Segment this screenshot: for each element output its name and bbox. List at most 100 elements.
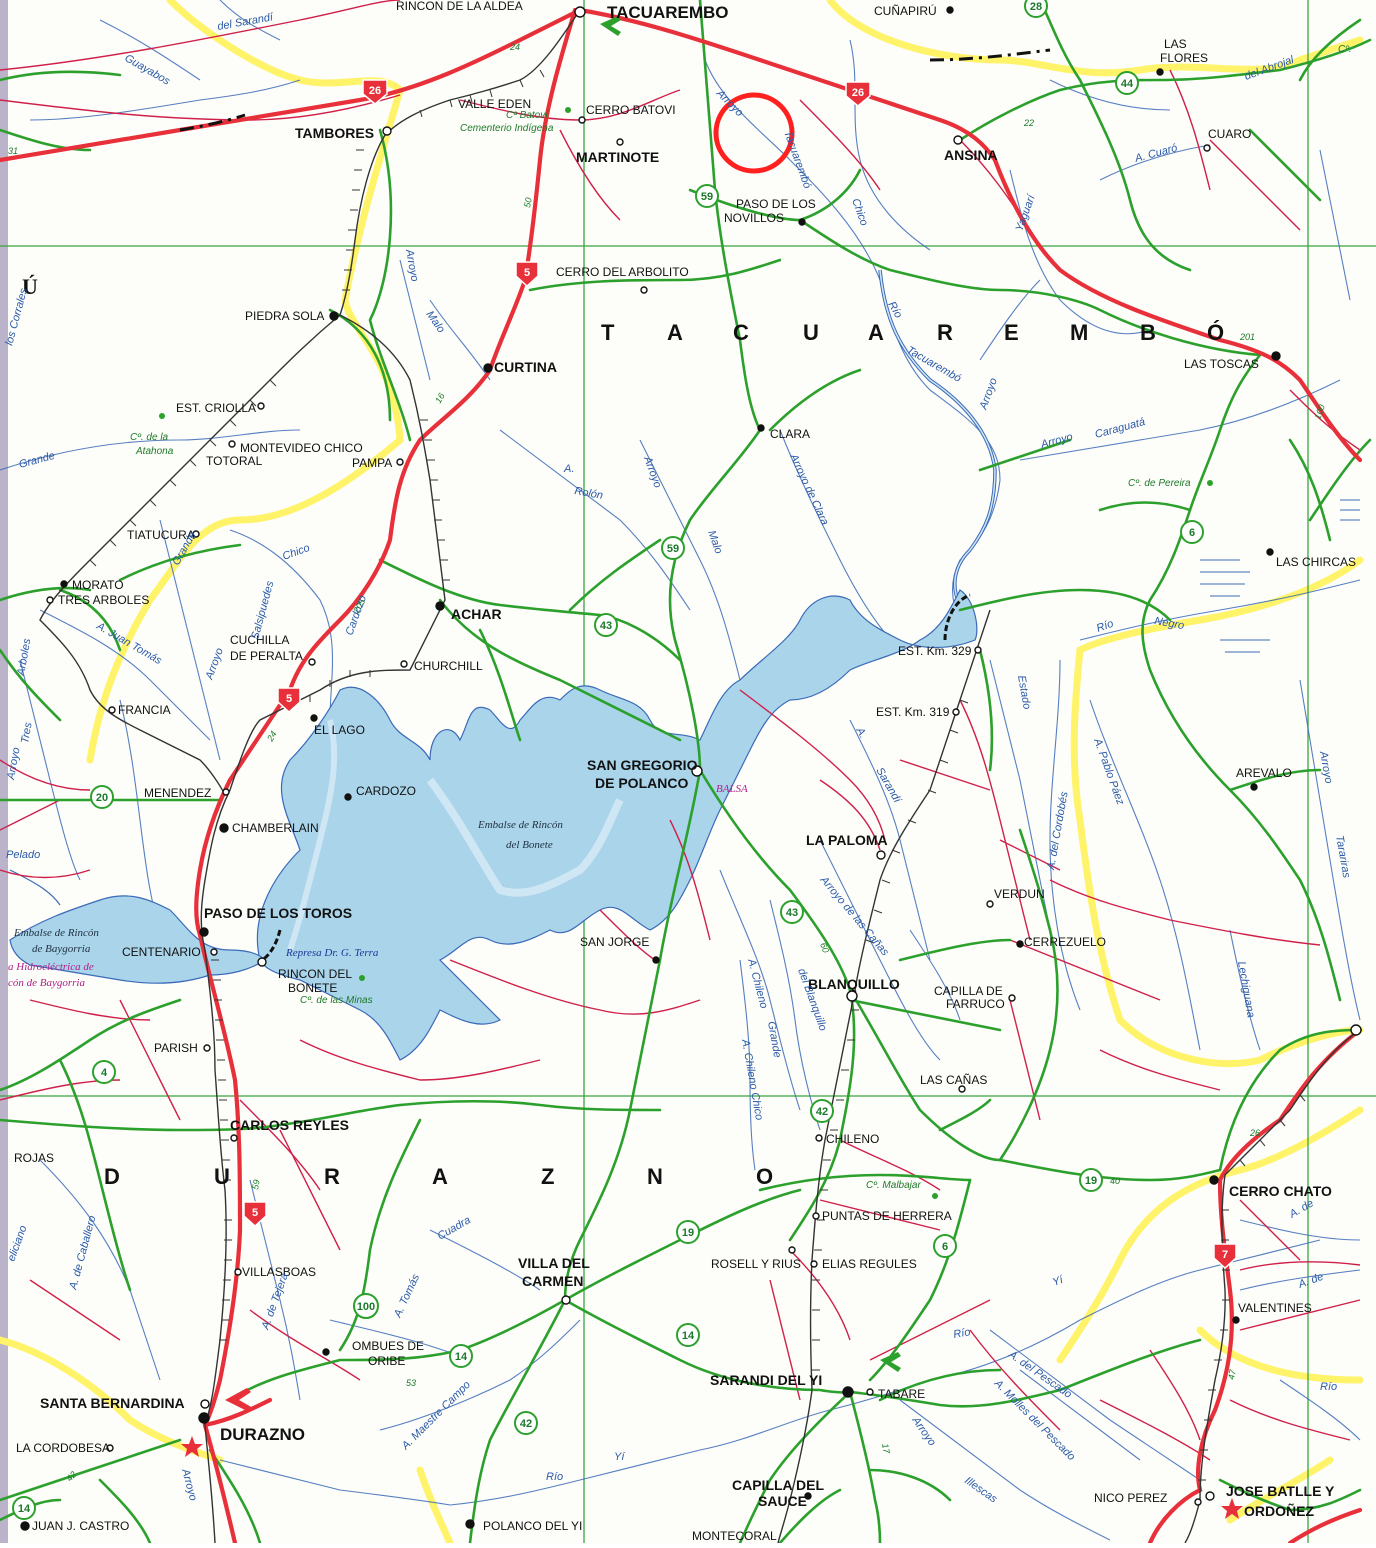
- label-place: CUARO: [1208, 127, 1251, 141]
- shield-5-north-label: 5: [524, 267, 530, 279]
- place-labels: RINCON DE LA ALDEA CUÑAPIRÚ LAS FLORES V…: [14, 0, 1356, 1543]
- dept-letter: R: [324, 1164, 340, 1189]
- dept-letter: N: [647, 1164, 663, 1189]
- label-place: ACHAR: [451, 606, 502, 622]
- label-place: MARTINOTE: [576, 149, 659, 165]
- department-durazno: D U R A Z N O: [104, 1164, 773, 1189]
- label-hydro: cón de Baygorria: [8, 977, 85, 989]
- label-place: CARMEN: [522, 1273, 583, 1289]
- shield-5-mid: 5: [277, 687, 301, 714]
- km-mark: 53: [406, 1378, 416, 1388]
- label-place: MONTECORAL: [692, 1529, 777, 1543]
- label-place: VILLASBOAS: [242, 1265, 316, 1279]
- shield-7: 7: [1213, 1243, 1237, 1270]
- shield-20-label: 20: [96, 792, 108, 804]
- label-place: DE PERALTA: [230, 649, 303, 663]
- label-place: CAPILLA DEL: [732, 1477, 824, 1493]
- label-represa: Represa Dr. G. Terra: [285, 947, 379, 959]
- label-place: CUCHILLA: [230, 633, 289, 647]
- label-place: CARDOZO: [356, 784, 416, 798]
- label-water: Tres: [19, 721, 35, 744]
- label-place: SANTA BERNARDINA: [40, 1395, 185, 1411]
- shield-59-mid: 59: [661, 536, 685, 560]
- shield-44: 44: [1115, 71, 1139, 95]
- hill-markers: [159, 107, 1213, 1199]
- km-mark: 50: [522, 197, 534, 209]
- km-mark: 16: [433, 391, 447, 405]
- town-markers: [20, 6, 1362, 1531]
- label-place: LAS: [1164, 37, 1187, 51]
- label-hill: Atahona: [135, 446, 174, 457]
- label-place: VALENTINES: [1238, 1301, 1312, 1315]
- shield-4: 4: [92, 1060, 116, 1084]
- label-place: EST. CRIOLLA: [176, 401, 256, 415]
- label-lake: Embalse de Rincón: [477, 819, 563, 831]
- shield-6-south-label: 6: [942, 1241, 948, 1253]
- label-place: AREVALO: [1236, 766, 1292, 780]
- shield-19-west-label: 19: [682, 1227, 694, 1239]
- label-place: CUÑAPIRÚ: [874, 3, 937, 18]
- minor-roads: [0, 0, 1361, 1461]
- label-place: JUAN J. CASTRO: [32, 1519, 129, 1533]
- label-jose-batlle-1: JOSE BATLLE Y: [1226, 1483, 1335, 1499]
- label-place: CERRO BATOVI: [586, 103, 676, 117]
- label-place: OMBUES DE: [352, 1339, 424, 1353]
- km-mark: 31: [8, 146, 18, 156]
- label-place: PIEDRA SOLA: [245, 309, 324, 323]
- label-place: ROSELL Y RIUS: [711, 1257, 801, 1271]
- label-place: CERRO DEL ARBOLITO: [556, 265, 689, 279]
- km-mark: 201: [1239, 332, 1255, 342]
- label-place: CHURCHILL: [414, 659, 483, 673]
- label-lake: Embalse de Rincón: [13, 927, 99, 939]
- airport-sarandi-icon: [880, 1352, 901, 1372]
- dept-letter: A: [667, 320, 683, 345]
- label-place: MENENDEZ: [144, 786, 211, 800]
- shield-100-label: 100: [357, 1301, 375, 1313]
- label-place: EST. Km. 329: [898, 644, 972, 658]
- label-place: LAS CAÑAS: [920, 1073, 987, 1087]
- km-mark: 60: [818, 941, 831, 954]
- label-hydro: a Hidroeléctrica de: [8, 961, 94, 973]
- label-hill: Cº. Malbajar: [866, 1180, 921, 1191]
- label-place: CAPILLA DE: [934, 984, 1003, 998]
- dept-letter: D: [104, 1164, 120, 1189]
- label-place: CARLOS REYLES: [230, 1117, 349, 1133]
- label-place: VILLA DEL: [518, 1255, 590, 1271]
- km-mark: 40: [1110, 1176, 1120, 1186]
- label-place: RINCON DEL: [278, 967, 352, 981]
- shield-42-south: 42: [514, 1411, 538, 1435]
- shield-14-mid-label: 14: [455, 1351, 468, 1363]
- wetland-hatch: [1200, 499, 1360, 653]
- shield-59-north: 59: [695, 184, 719, 208]
- label-balsa: BALSA: [716, 783, 748, 795]
- label-water: A.: [563, 463, 574, 475]
- batlle-star-icon: [1221, 1498, 1243, 1519]
- shield-28-label: 28: [1030, 1, 1042, 13]
- label-water: Arroyo: [5, 747, 23, 782]
- label-san-gregorio-1: SAN GREGORIO: [587, 757, 698, 773]
- shield-14-west: 14: [12, 1496, 36, 1520]
- dept-letter: C: [733, 320, 749, 345]
- km-mark: 47: [1226, 1368, 1238, 1381]
- shield-42-north-label: 42: [816, 1106, 828, 1118]
- shield-5-mid-label: 5: [286, 693, 292, 705]
- hill-labels: Cº Batoví Cementerio Indígena Cº. de la …: [130, 44, 1352, 1191]
- shield-59-mid-label: 59: [667, 543, 679, 555]
- label-water: Pelado: [6, 849, 40, 861]
- department-tacuarembo: T A C U A R E M B Ó: [601, 320, 1224, 345]
- label-place: POLANCO DEL YI: [483, 1519, 582, 1533]
- label-place: MORATO: [72, 578, 124, 592]
- secondary-route-shields: 59 59 43 43 20 6 6 42 42 19 19 100 14 14…: [12, 0, 1204, 1520]
- label-hill: Cº. de la: [130, 432, 169, 443]
- shield-19-west: 19: [676, 1220, 700, 1244]
- label-place: TRES ARBOLES: [58, 593, 149, 607]
- label-place: RINCON DE LA ALDEA: [396, 0, 523, 13]
- dept-letter: A: [868, 320, 884, 345]
- label-place: MONTEVIDEO CHICO: [240, 441, 363, 455]
- label-hill: Cementerio Indígena: [460, 123, 554, 134]
- shield-59-north-label: 59: [701, 191, 713, 203]
- shield-26-west: 26: [362, 79, 388, 105]
